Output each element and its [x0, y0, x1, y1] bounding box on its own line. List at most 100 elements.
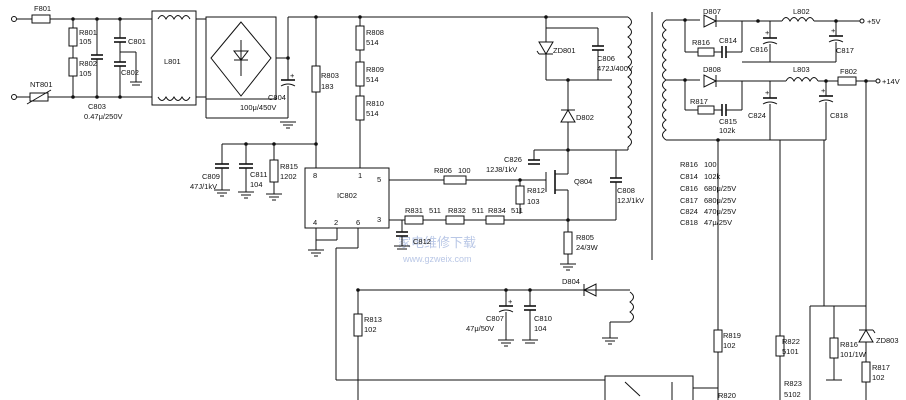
r834-value: 511: [511, 206, 523, 215]
resistor-r805: [563, 231, 573, 255]
zd803-label: ZD803: [876, 336, 899, 345]
svg-text:+: +: [821, 86, 826, 95]
l801-label: L801: [164, 57, 181, 66]
c817-label: C817: [836, 46, 854, 55]
resistor-r801: [68, 27, 78, 47]
resistor-r809: [355, 61, 365, 87]
r803-label: R803: [321, 71, 339, 80]
r832-label: R832: [448, 206, 466, 215]
r809-label: R809: [366, 65, 384, 74]
d808-label: D808: [703, 65, 721, 74]
hv-bus-section: + C804 100μ/450V R803 183 R808 514 R809 …: [190, 15, 546, 201]
c808-label: C808: [617, 186, 635, 195]
svg-text:6: 6: [356, 218, 360, 227]
component-value-table: R816 100 C814 102k C816 680μ/25V C817 68…: [680, 160, 736, 227]
resistor-r808: [355, 25, 365, 51]
c826-value: 12J8/1kV: [486, 165, 517, 174]
r801-value: 105: [79, 37, 92, 46]
resistor-r817: [697, 105, 715, 115]
optocoupler: [604, 375, 694, 400]
r808-value: 514: [366, 38, 379, 47]
mains-input-section: F801 NT801 R801 105 R802 105 C803 0.47μ/…: [11, 4, 277, 121]
r802-value: 105: [79, 69, 92, 78]
c802-label: C802: [121, 68, 139, 77]
svg-text:C817: C817: [680, 196, 698, 205]
nt801-label: NT801: [30, 80, 53, 89]
r812-label: R812: [527, 186, 545, 195]
c812-label: C812: [413, 237, 431, 246]
r806-label: R806: [434, 166, 452, 175]
r822-label: R822: [782, 337, 800, 346]
d807-label: D807: [703, 7, 721, 16]
resistor-r815: [269, 159, 279, 183]
resistor-r834: [485, 215, 505, 225]
resistor-r803: [311, 65, 321, 93]
svg-text:680μ/25V: 680μ/25V: [704, 184, 736, 193]
input-terminal-bottom: [11, 94, 17, 100]
r808-label: R808: [366, 28, 384, 37]
c814-label: C814: [719, 36, 737, 45]
switching-section: R806 100 R812 103 C826 12J8/1kV Q804 R83…: [353, 15, 644, 400]
r823-label: R823: [784, 379, 802, 388]
r823-value: 5102: [784, 390, 801, 399]
svg-text:+: +: [831, 26, 836, 35]
f802-label: F802: [840, 67, 857, 76]
svg-text:+: +: [508, 297, 513, 306]
svg-text:100: 100: [704, 160, 717, 169]
resistor-r816-load: [829, 337, 839, 359]
resistor-r812: [515, 185, 525, 205]
r810-value: 514: [366, 109, 379, 118]
resistor-r813: [353, 313, 363, 337]
r805-label: R805: [576, 233, 594, 242]
svg-text:680μ/25V: 680μ/25V: [704, 196, 736, 205]
c806-value: 472J/400V: [597, 64, 633, 73]
svg-text:C818: C818: [680, 218, 698, 227]
resistor-r819: [713, 329, 723, 353]
r813-label: R813: [364, 315, 382, 324]
c804-value: 100μ/450V: [240, 103, 276, 112]
c811-value: 104: [250, 180, 263, 189]
r817-label: R817: [690, 97, 708, 106]
out-14v-label: +14V: [882, 77, 900, 86]
svg-text:1: 1: [358, 171, 362, 180]
r812-value: 103: [527, 197, 540, 206]
r822-value: 5101: [782, 347, 799, 356]
svg-text:C816: C816: [680, 184, 698, 193]
r816b-label: R816: [840, 340, 858, 349]
r809-value: 514: [366, 75, 379, 84]
c803-label: C803: [88, 102, 106, 111]
c804-label: C804: [268, 93, 286, 102]
c803-value: 0.47μ/250V: [84, 112, 123, 121]
r834-label: R834: [488, 206, 506, 215]
svg-text:470μ/25V: 470μ/25V: [704, 207, 736, 216]
r831-value: 511: [429, 206, 441, 215]
c810-label: C810: [534, 314, 552, 323]
ic802-label: IC802: [337, 191, 357, 200]
svg-text:5: 5: [377, 175, 381, 184]
svg-text:+: +: [765, 28, 770, 37]
watermark-url: www.gzweix.com: [402, 254, 472, 264]
c826-label: C826: [504, 155, 522, 164]
q804-label: Q804: [574, 177, 592, 186]
c810-value: 104: [534, 324, 547, 333]
r815-label: R815: [280, 162, 298, 171]
r831-label: R831: [405, 206, 423, 215]
svg-text:+: +: [290, 71, 295, 80]
r803-value: 183: [321, 82, 334, 91]
l802-label: L802: [793, 7, 810, 16]
c807-value: 47μ/50V: [466, 324, 494, 333]
svg-text:102k: 102k: [704, 172, 721, 181]
r806-value: 100: [458, 166, 471, 175]
r805-value: 24/3W: [576, 243, 599, 252]
svg-text:+: +: [765, 88, 770, 97]
resistor-r817-load: [861, 361, 871, 383]
d802-label: D802: [576, 113, 594, 122]
r802-label: R802: [79, 59, 97, 68]
f801-label: F801: [34, 4, 51, 13]
r816-label: R816: [692, 38, 710, 47]
svg-text:R816: R816: [680, 160, 698, 169]
zd801-label: ZD801: [553, 46, 576, 55]
svg-text:4: 4: [313, 218, 317, 227]
resistor-r832: [445, 215, 465, 225]
svg-text:3: 3: [377, 215, 381, 224]
